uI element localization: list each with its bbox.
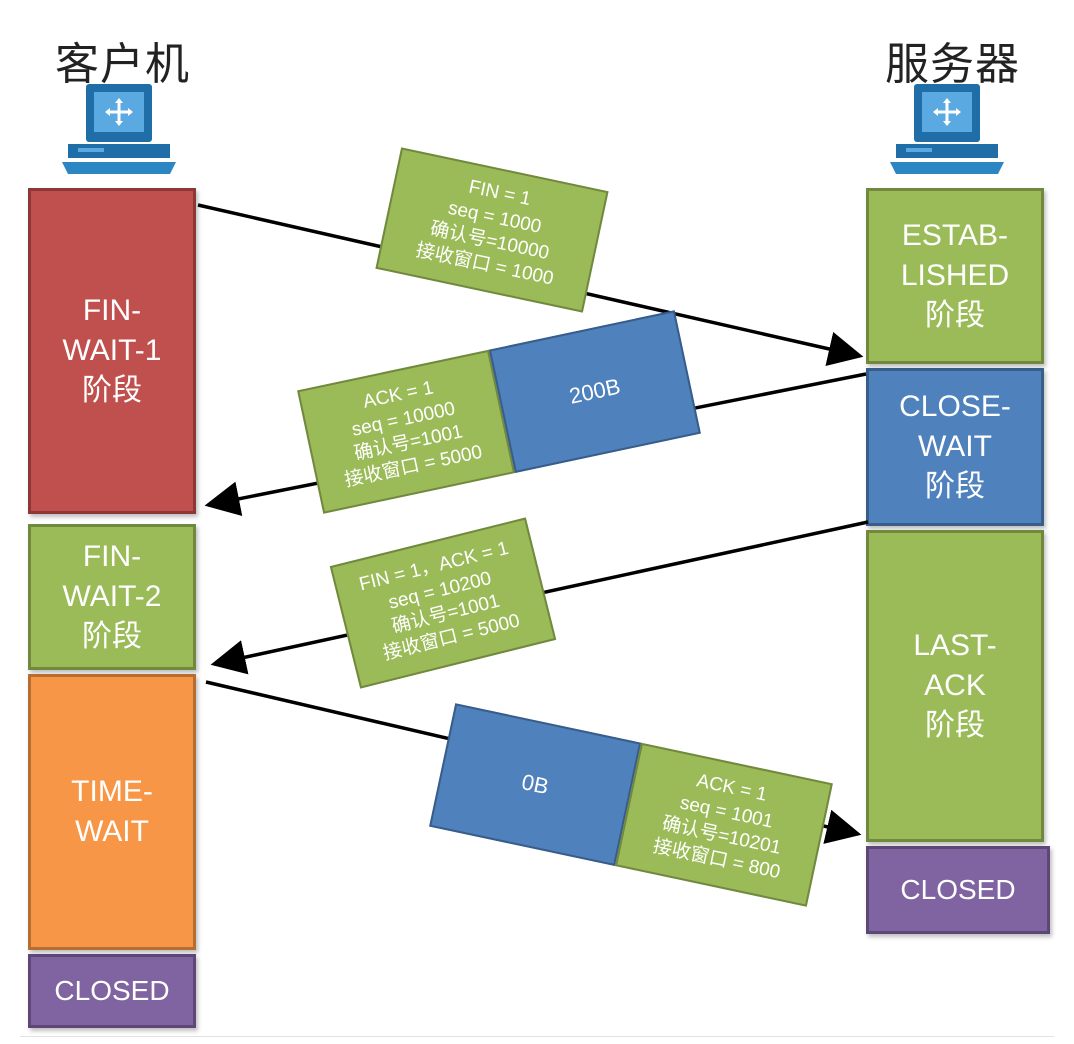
server-computer-icon <box>888 78 1006 178</box>
server-state-label: LAST- ACK 阶段 <box>913 629 997 742</box>
client-computer-icon <box>60 78 178 178</box>
server-title: 服务器 <box>885 39 1020 90</box>
server-state-label: ESTAB- LISHED 阶段 <box>900 219 1010 332</box>
client-state-label: FIN- WAIT-1 阶段 <box>62 294 162 407</box>
client-state-time-wait: TIME- WAIT <box>28 674 196 950</box>
client-state-label: TIME- WAIT <box>71 775 153 848</box>
client-title: 客户机 <box>55 39 190 90</box>
bottom-divider <box>20 1036 1054 1037</box>
server-state-label: CLOSED <box>900 874 1016 906</box>
client-state-fin-wait-2: FIN- WAIT-2 阶段 <box>28 524 196 670</box>
client-state-closed: CLOSED <box>28 954 196 1028</box>
server-state-established: ESTAB- LISHED 阶段 <box>866 188 1044 364</box>
client-state-fin-wait-1: FIN- WAIT-1 阶段 <box>28 188 196 514</box>
server-state-close-wait: CLOSE- WAIT 阶段 <box>866 368 1044 526</box>
client-state-label: FIN- WAIT-2 阶段 <box>62 540 162 653</box>
server-state-label: CLOSE- WAIT 阶段 <box>899 390 1011 503</box>
client-state-label: CLOSED <box>54 975 170 1007</box>
server-state-closed: CLOSED <box>866 846 1050 934</box>
server-state-last-ack: LAST- ACK 阶段 <box>866 530 1044 842</box>
